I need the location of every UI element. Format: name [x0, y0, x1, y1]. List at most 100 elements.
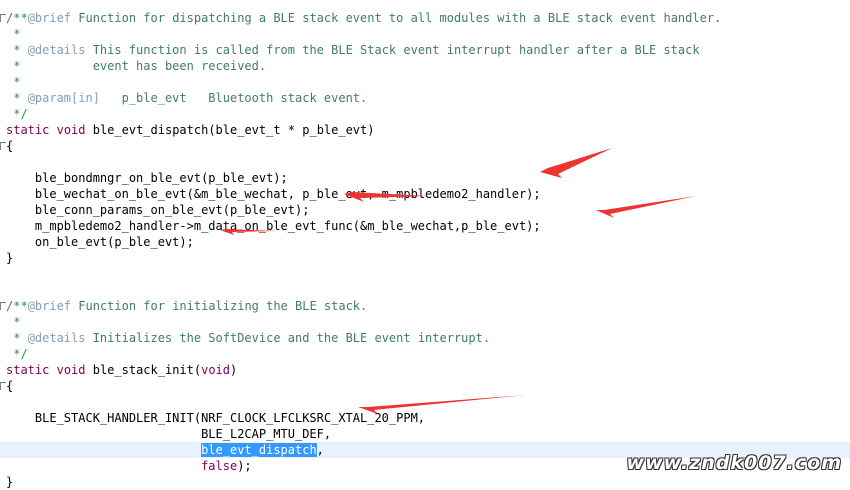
code-text: *: [6, 74, 20, 90]
code-token: @brief: [27, 299, 72, 313]
code-token: BLE_L2CAP_MTU_DEF,: [6, 427, 332, 441]
code-line[interactable]: * @details This function is called from …: [0, 42, 850, 58]
code-line[interactable]: [0, 154, 850, 170]
code-text: m_mpbledemo2_handler->m_data_on_ble_evt_…: [6, 218, 541, 234]
code-line[interactable]: * event has been received.: [0, 58, 850, 74]
fold-marker-icon[interactable]: [0, 142, 6, 150]
code-text: }: [6, 250, 13, 266]
code-line[interactable]: BLE_L2CAP_MTU_DEF,: [0, 426, 850, 442]
code-line[interactable]: /**@brief Function for initializing the …: [0, 298, 850, 314]
code-token: Function for initializing the BLE stack.: [71, 299, 368, 313]
code-text: /**@brief Function for dispatching a BLE…: [6, 10, 721, 26]
code-token: /**: [6, 11, 28, 25]
code-line[interactable]: m_mpbledemo2_handler->m_data_on_ble_evt_…: [0, 218, 850, 234]
code-token: @param[in]: [27, 91, 100, 105]
code-line[interactable]: static void ble_stack_init(void): [0, 362, 850, 378]
code-token: ): [230, 363, 238, 377]
code-token: p_ble_evt Bluetooth stack event.: [99, 91, 368, 105]
code-line[interactable]: ble_conn_params_on_ble_evt(p_ble_evt);: [0, 202, 850, 218]
code-text: on_ble_evt(p_ble_evt);: [6, 234, 194, 250]
code-line[interactable]: [0, 266, 850, 282]
code-token: void: [56, 363, 86, 377]
code-token: ble_evt_dispatch(ble_evt_t * p_ble_evt): [85, 123, 375, 137]
code-token: *: [6, 315, 21, 329]
code-token: @details: [27, 43, 86, 57]
code-line[interactable]: */: [0, 106, 850, 122]
code-line[interactable]: {: [0, 138, 850, 154]
code-text: ble_wechat_on_ble_evt(&m_ble_wechat, p_b…: [6, 186, 541, 202]
code-line[interactable]: false);: [0, 458, 850, 474]
code-token: * event has been received.: [6, 59, 267, 73]
code-text: static void ble_evt_dispatch(ble_evt_t *…: [6, 122, 374, 138]
code-token: ble_wechat_on_ble_evt(&m_ble_wechat, p_b…: [6, 187, 541, 201]
code-token: [6, 443, 201, 457]
code-line[interactable]: */: [0, 346, 850, 362]
code-line[interactable]: ble_wechat_on_ble_evt(&m_ble_wechat, p_b…: [0, 186, 850, 202]
code-line[interactable]: /**@brief Function for dispatching a BLE…: [0, 10, 850, 26]
code-line[interactable]: BLE_STACK_HANDLER_INIT(NRF_CLOCK_LFCLKSR…: [0, 410, 850, 426]
code-text: * @param[in] p_ble_evt Bluetooth stack e…: [6, 90, 367, 106]
code-line[interactable]: static void ble_evt_dispatch(ble_evt_t *…: [0, 122, 850, 138]
code-token: */: [6, 347, 28, 361]
code-line[interactable]: }: [0, 474, 850, 490]
code-line[interactable]: on_ble_evt(p_ble_evt);: [0, 234, 850, 250]
code-token: Initializes the SoftDevice and the BLE e…: [85, 331, 491, 345]
code-token: ,: [316, 443, 324, 457]
code-token: void: [201, 363, 230, 377]
code-text: ble_bondmngr_on_ble_evt(p_ble_evt);: [6, 170, 288, 186]
code-token: on_ble_evt(p_ble_evt);: [6, 235, 194, 249]
watermark: www.zndk007.com: [626, 452, 842, 474]
fold-marker-icon[interactable]: [0, 382, 6, 390]
code-line[interactable]: *: [0, 26, 850, 42]
code-token: *: [6, 27, 21, 41]
code-token: }: [6, 475, 14, 489]
code-line[interactable]: }: [0, 250, 850, 266]
code-text: false);: [6, 458, 252, 474]
code-token: [49, 363, 56, 377]
code-token: *: [6, 43, 28, 57]
code-token: Function for dispatching a BLE stack eve…: [71, 11, 722, 25]
code-token: {: [6, 379, 14, 393]
code-text: }: [6, 474, 13, 490]
selected-token: ble_evt_dispatch: [201, 443, 317, 457]
code-token: static: [6, 123, 50, 137]
code-text: * @details Initializes the SoftDevice an…: [6, 330, 490, 346]
code-text: * event has been received.: [6, 58, 266, 74]
code-text: /**@brief Function for initializing the …: [6, 298, 367, 314]
code-line[interactable]: [0, 282, 850, 298]
code-line[interactable]: [0, 394, 850, 410]
code-token: @details: [27, 331, 86, 345]
code-token: *: [6, 91, 28, 105]
code-token: ble_stack_init(: [85, 363, 202, 377]
code-text: ble_evt_dispatch,: [6, 442, 324, 458]
code-token: {: [6, 139, 14, 153]
code-token: void: [56, 123, 86, 137]
code-token: }: [6, 251, 14, 265]
code-line[interactable]: *: [0, 314, 850, 330]
code-text: ble_conn_params_on_ble_evt(p_ble_evt);: [6, 202, 310, 218]
code-token: BLE_STACK_HANDLER_INIT(NRF_CLOCK_LFCLKSR…: [6, 411, 426, 425]
code-text: *: [6, 26, 20, 42]
code-token: *: [6, 331, 28, 345]
code-token: *: [6, 75, 21, 89]
code-token: static: [6, 363, 50, 377]
code-text: {: [6, 378, 13, 394]
code-token: @brief: [27, 11, 72, 25]
code-line[interactable]: *: [0, 74, 850, 90]
code-token: ble_conn_params_on_ble_evt(p_ble_evt);: [6, 203, 310, 217]
code-token: */: [6, 107, 28, 121]
code-line[interactable]: {: [0, 378, 850, 394]
code-text: *: [6, 314, 20, 330]
code-line[interactable]: * @param[in] p_ble_evt Bluetooth stack e…: [0, 90, 850, 106]
code-token: /**: [6, 299, 28, 313]
code-text: BLE_STACK_HANDLER_INIT(NRF_CLOCK_LFCLKSR…: [6, 410, 425, 426]
code-text: {: [6, 138, 13, 154]
code-token: );: [237, 459, 252, 473]
fold-marker-icon[interactable]: [0, 14, 6, 22]
code-token: [49, 123, 56, 137]
fold-marker-icon[interactable]: [0, 302, 6, 310]
code-line[interactable]: ble_bondmngr_on_ble_evt(p_ble_evt);: [0, 170, 850, 186]
code-line[interactable]: ble_evt_dispatch,: [0, 442, 850, 458]
code-line[interactable]: * @details Initializes the SoftDevice an…: [0, 330, 850, 346]
